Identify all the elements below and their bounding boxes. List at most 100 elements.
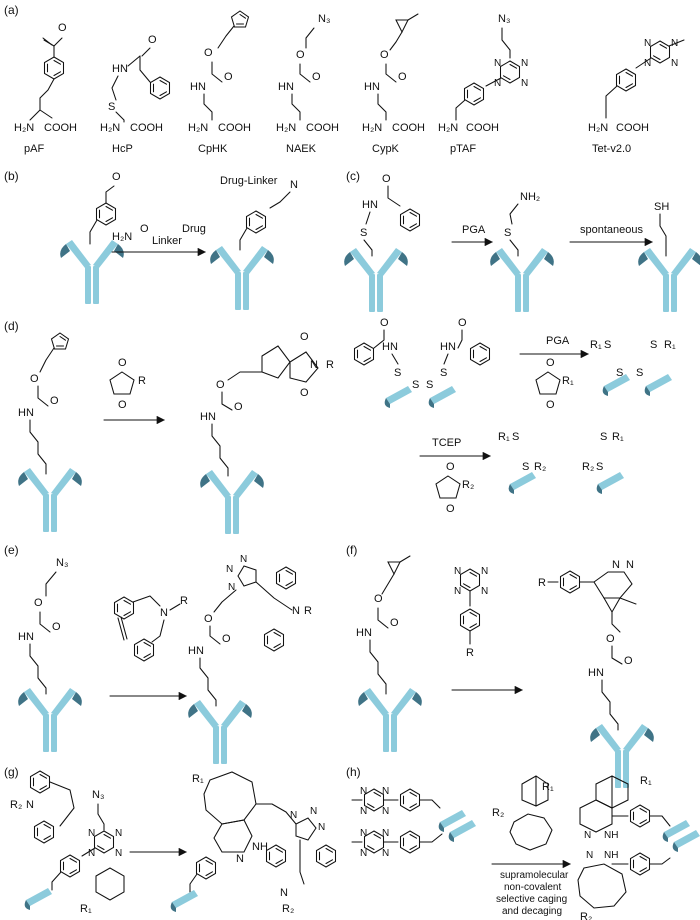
d-pga-prod-s2: S — [616, 367, 623, 379]
tetv2-name: Tet-v2.0 — [592, 143, 631, 155]
d-ds-s1: S — [394, 367, 401, 379]
d-tcep-r1a: R₁ — [498, 431, 510, 443]
g-prod-tri-n2: N — [310, 806, 317, 817]
d-product-o3: O — [216, 379, 225, 391]
f-product-nh: HN — [588, 667, 604, 679]
b-antibody-right — [210, 246, 274, 310]
f-oxo-atom-2: O — [390, 617, 399, 629]
panel-h-products: R₁ N NH N NH R₂ — [577, 775, 700, 920]
paf-amine: H₂N — [14, 122, 34, 134]
g-r1: R₁ — [80, 903, 92, 915]
g-r2: R₂ — [10, 799, 22, 811]
panel-a-label: (a) — [4, 3, 19, 17]
h-product-r1: R₁ — [640, 775, 652, 787]
f-reagent-r: R — [466, 647, 474, 659]
d-pga-reagent-r1: R₁ — [562, 375, 574, 387]
d-pga-reagent-o2: O — [546, 399, 555, 411]
d-tcep-r2b: R₂ — [582, 461, 594, 473]
h-tet1-n1: N — [360, 786, 367, 797]
tetv2-acid: COOH — [616, 122, 649, 134]
naek-amine: H₂N — [276, 122, 296, 134]
g-prod-tri-n3: N — [318, 822, 325, 833]
panel-c-label: (c) — [346, 169, 360, 183]
ptaf-amine: H₂N — [438, 122, 458, 134]
h-caption-line-4: and decaging — [502, 906, 562, 917]
h-tet2-n3: N — [360, 848, 367, 859]
ptaf-name: pTAF — [450, 143, 476, 155]
g-prod-tri-n1: N — [290, 810, 297, 821]
f-product-r: R — [538, 577, 546, 589]
d-ds-oxo2: O — [458, 317, 467, 329]
d-antibody-left — [18, 468, 82, 532]
panel-c-product: SH — [638, 201, 700, 312]
h-product-nh1: NH — [604, 830, 618, 841]
c-oxo-atom: O — [382, 173, 391, 185]
d-product-o2: O — [300, 387, 309, 399]
f-antibody-left — [358, 688, 422, 752]
f-oxo-atom: O — [374, 593, 383, 605]
compound-ptaf: N₃ N N N N H₂N COOH pTAF — [438, 13, 528, 155]
b-product-drug-linker: Drug-Linker — [220, 175, 278, 187]
h-dienophile-r2: R₂ — [492, 807, 504, 819]
tetv2-tet-n3: N — [644, 58, 651, 69]
d-product-r: R — [326, 359, 334, 371]
d-tcep-r2a: R₂ — [534, 461, 546, 473]
compound-cypk: O O HN H₂N COOH CypK — [362, 13, 425, 155]
e-product-nh: HN — [188, 645, 204, 657]
hcp-amine: H₂N — [100, 122, 120, 134]
panel-e-label: (e) — [4, 543, 19, 557]
h-tet2-n2: N — [382, 828, 389, 839]
tetv2-tet-n4: N — [671, 58, 678, 69]
c-sh: SH — [654, 201, 669, 213]
compound-hcp: O HN S H₂N COOH HcP — [100, 34, 171, 155]
hcp-sulfur-atom: S — [108, 101, 115, 113]
panel-d-tcep-reagent: O R₂ O — [435, 461, 474, 515]
d-tcep-reagent-o1: O — [446, 461, 455, 473]
g-product-r2: R₂ — [282, 903, 294, 915]
d-pga-prod-s1: S — [604, 339, 611, 351]
e-dbco-r: R — [180, 595, 188, 607]
d-nh-atom: HN — [18, 407, 34, 419]
e-dbco-n: N — [160, 607, 168, 619]
d-ds-nh2: HN — [440, 341, 456, 353]
d-tcep-reagent-o2: O — [446, 503, 455, 515]
paf-name: pAF — [24, 143, 44, 155]
d-ds-s2: S — [412, 379, 419, 391]
ptaf-tet-n3: N — [494, 78, 501, 89]
hcp-acid: COOH — [130, 122, 163, 134]
ptaf-tet-n1: N — [494, 58, 501, 69]
f-tet-n1: N — [454, 566, 461, 577]
h-tet2-n4: N — [382, 848, 389, 859]
g-tet-n4: N — [115, 848, 122, 859]
naek-name: NAEK — [286, 143, 317, 155]
cypk-acid: COOH — [392, 122, 425, 134]
g-dibo-n: N — [26, 799, 34, 811]
f-tet-n3: N — [454, 586, 461, 597]
b-product-n: N — [290, 179, 298, 191]
b-reagent-linker: Linker — [152, 235, 182, 247]
c-s-atom: S — [360, 227, 367, 239]
b-reagent-drug: Drug — [182, 223, 206, 235]
g-azide: N₃ — [92, 789, 104, 801]
g-tet-n1: N — [88, 828, 95, 839]
d-pga-fab-right — [644, 374, 672, 396]
hcp-name: HcP — [112, 143, 133, 155]
h-tet1-n2: N — [382, 786, 389, 797]
d-reagent-o1: O — [118, 357, 127, 369]
d-step-tcep: TCEP — [432, 437, 461, 449]
d-tcep-s3: S — [600, 431, 607, 443]
d-antibody-right — [200, 470, 264, 534]
tetv2-amine: H₂N — [588, 122, 608, 134]
panel-e-product: N N N N R O O HN — [188, 554, 312, 764]
d-product-nh: HN — [200, 411, 216, 423]
naek-oxo-atom-2: O — [312, 71, 321, 83]
panel-c-intermediate: NH₂ S — [490, 191, 554, 312]
d-tcep-s1: S — [512, 431, 519, 443]
g-product-n: N — [236, 853, 244, 865]
ptaf-acid: COOH — [466, 122, 499, 134]
h-caption-line-3: selective caging — [496, 894, 567, 905]
c-antibody-3 — [638, 248, 700, 312]
e-antibody-left — [18, 688, 82, 752]
h-product-nh2: NH — [604, 850, 618, 861]
